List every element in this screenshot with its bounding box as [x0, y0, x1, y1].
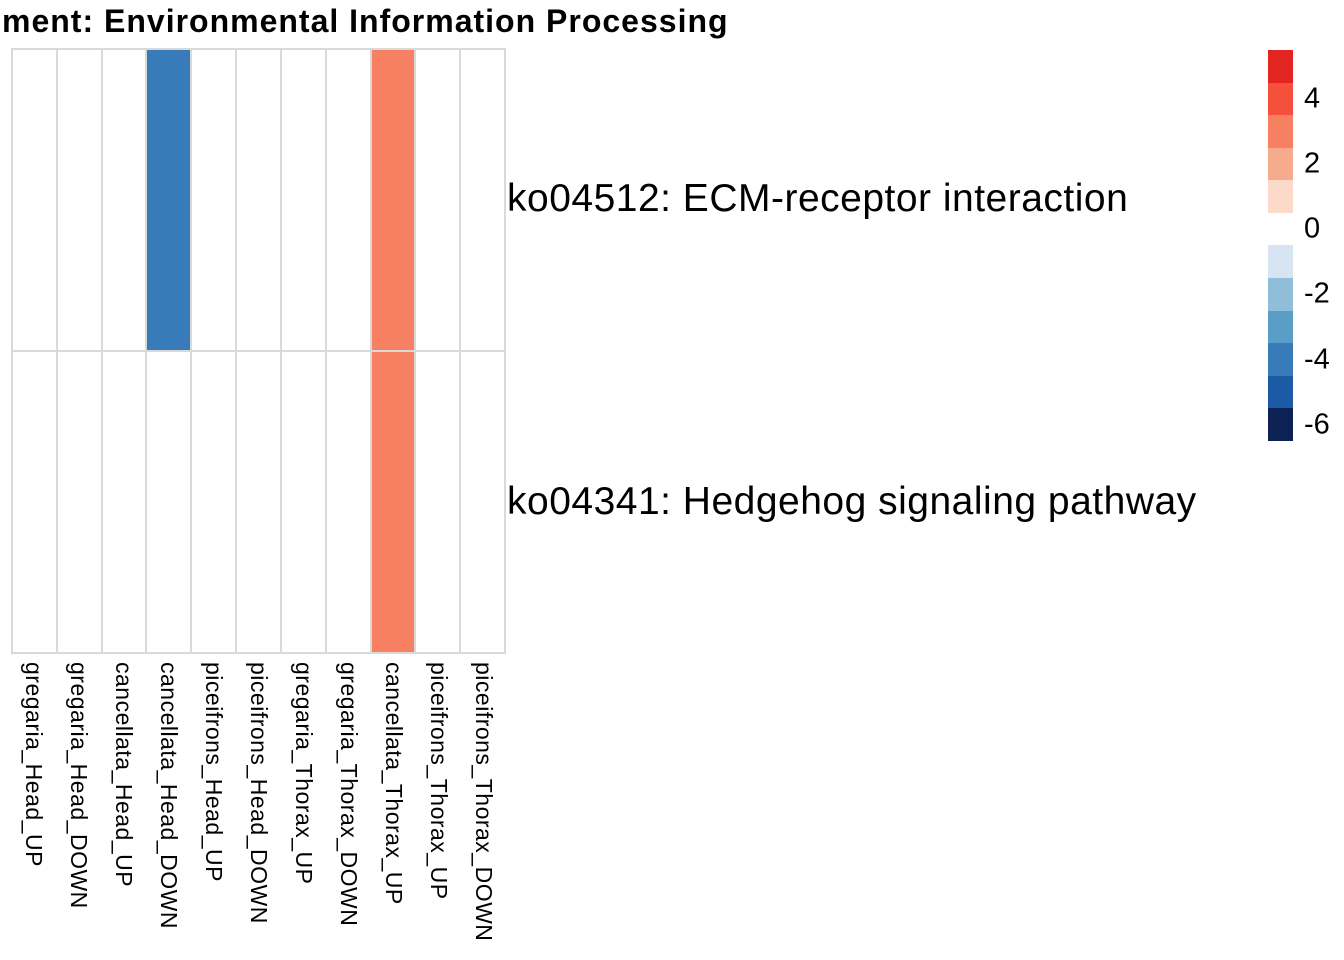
column-label-slot: gregaria_Thorax_DOWN — [326, 662, 371, 960]
colorbar-segment — [1268, 50, 1293, 83]
colorbar-tick-label: 4 — [1304, 82, 1321, 115]
colorbar — [1268, 50, 1293, 441]
heatmap-cell-r0-c4 — [192, 50, 236, 350]
column-label-slot: piceifrons_Head_DOWN — [236, 662, 281, 960]
colorbar-segment — [1268, 343, 1293, 376]
heatmap-cell-r1-c4 — [192, 352, 236, 652]
heatmap-cell-r1-c6 — [281, 352, 325, 652]
colorbar-segment — [1268, 147, 1293, 181]
heatmap-cell-r1-c3 — [147, 352, 191, 652]
heatmap-cell-r0-c0 — [13, 50, 56, 350]
column-label-slot: piceifrons_Head_UP — [191, 662, 236, 960]
chart-title: ment: Environmental Information Processi… — [2, 3, 729, 39]
heatmap-cell-r1-c8 — [371, 352, 415, 652]
column-label: gregaria_Head_UP — [21, 662, 48, 867]
colorbar-segment — [1268, 245, 1293, 279]
column-label: piceifrons_Thorax_DOWN — [471, 662, 498, 942]
heatmap-cell-r0-c1 — [57, 50, 101, 350]
column-label-slot: cancellata_Thorax_UP — [371, 662, 416, 960]
colorbar-segment — [1268, 375, 1293, 409]
colorbar-segment — [1268, 82, 1293, 116]
column-label: cancellata_Thorax_UP — [381, 662, 408, 905]
heatmap-cell-r1-c9 — [416, 352, 460, 652]
heatmap-grid — [11, 48, 506, 654]
colorbar-segment — [1268, 278, 1293, 311]
colorbar-segment — [1268, 310, 1293, 344]
column-label-slot: gregaria_Head_DOWN — [56, 662, 101, 960]
column-label: gregaria_Thorax_DOWN — [336, 662, 363, 927]
heatmap-cell-r0-c3 — [147, 50, 191, 350]
column-label-slot: cancellata_Head_UP — [101, 662, 146, 960]
column-label: piceifrons_Head_DOWN — [246, 662, 273, 924]
heatmap-cell-r1-c7 — [326, 352, 370, 652]
colorbar-segment — [1268, 115, 1293, 148]
heatmap-cell-r1-c5 — [237, 352, 280, 652]
heatmap-cell-r1-c0 — [13, 352, 56, 652]
column-label: gregaria_Thorax_UP — [291, 662, 318, 885]
heatmap-cell-r0-c9 — [416, 50, 460, 350]
column-label-slot: gregaria_Thorax_UP — [281, 662, 326, 960]
heatmap-cell-r1-c2 — [102, 352, 146, 652]
colorbar-tick-label: -4 — [1304, 343, 1330, 376]
heatmap-cell-r1-c10 — [461, 352, 504, 652]
column-label-slot: piceifrons_Thorax_UP — [416, 662, 461, 960]
column-label-slot: gregaria_Head_UP — [11, 662, 56, 960]
heatmap-cell-r0-c2 — [102, 50, 146, 350]
row-label-ecm-receptor-interaction: ko04512: ECM-receptor interaction — [507, 177, 1129, 220]
heatmap-cell-r1-c1 — [57, 352, 101, 652]
column-label: piceifrons_Head_UP — [201, 662, 228, 882]
colorbar-tick-label: 0 — [1304, 212, 1321, 245]
heatmap-cell-r0-c8 — [371, 50, 415, 350]
colorbar-tick-label: -2 — [1304, 277, 1330, 310]
column-label: cancellata_Head_UP — [111, 662, 138, 888]
heatmap-cell-r0-c10 — [461, 50, 504, 350]
heatmap-cell-r0-c6 — [281, 50, 325, 350]
colorbar-segment — [1268, 408, 1293, 441]
colorbar-segment — [1268, 180, 1293, 213]
column-label: piceifrons_Thorax_UP — [426, 662, 453, 900]
column-label-slot: cancellata_Head_DOWN — [146, 662, 191, 960]
heatmap-cell-r0-c7 — [326, 50, 370, 350]
colorbar-tick-label: 2 — [1304, 147, 1321, 180]
column-label-slot: piceifrons_Thorax_DOWN — [461, 662, 506, 960]
column-label: gregaria_Head_DOWN — [66, 662, 93, 909]
column-label: cancellata_Head_DOWN — [156, 662, 183, 929]
heatmap-cell-r0-c5 — [237, 50, 280, 350]
colorbar-segment — [1268, 212, 1293, 246]
colorbar-tick-label: -6 — [1304, 408, 1330, 441]
row-label-hedgehog-signaling-pathway: ko04341: Hedgehog signaling pathway — [507, 480, 1197, 523]
